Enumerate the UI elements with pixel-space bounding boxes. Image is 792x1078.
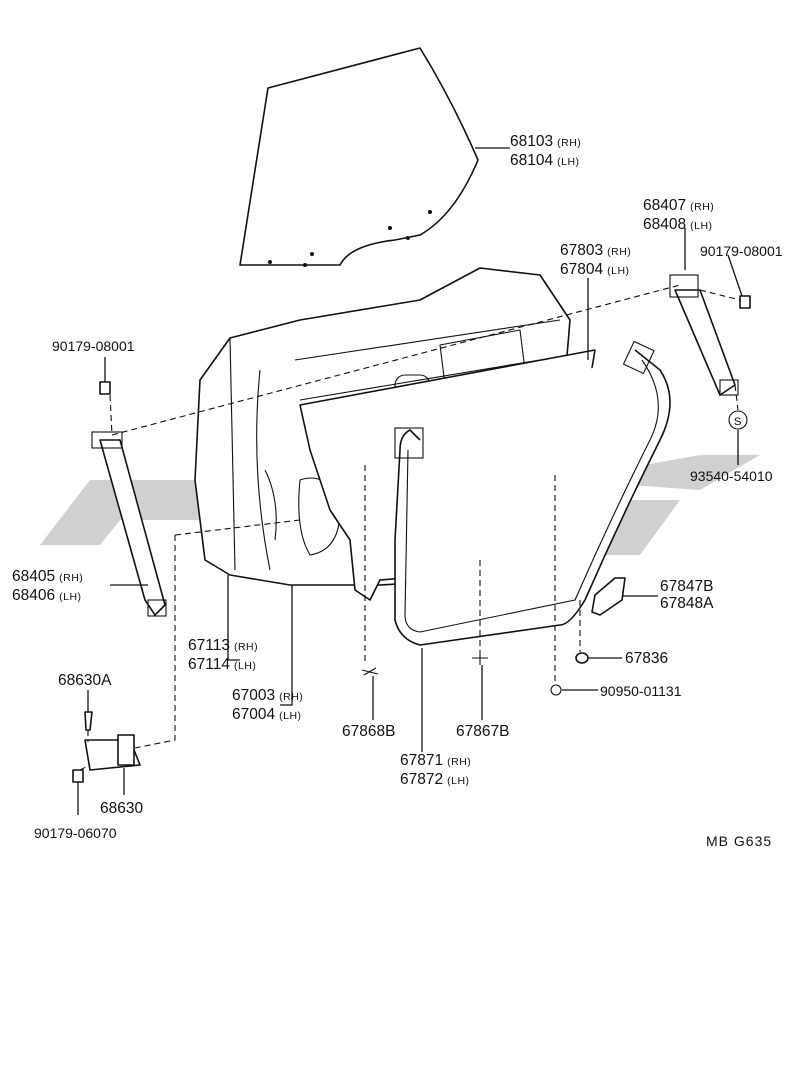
pad <box>591 577 626 616</box>
fasteners: S <box>72 295 751 783</box>
leader-lines <box>77 147 743 815</box>
front-door-sash <box>91 431 167 617</box>
label-clip-a: 67867B <box>456 723 510 740</box>
clip-a <box>472 650 488 665</box>
label-rear-sash: 68407(RH) 68408(LH) <box>643 197 715 233</box>
clip-s <box>728 410 748 430</box>
bolt-right <box>739 295 751 309</box>
rear-door-sash <box>669 274 739 396</box>
label-bolt-left: 90179-08001 <box>52 338 135 354</box>
label-weatherstrip: 67871(RH) 67872(LH) <box>400 752 472 788</box>
label-check-assy: 68630 <box>100 800 144 817</box>
label-service-hole: 67803(RH) 67804(LH) <box>560 242 632 278</box>
label-door-panel: 67003(RH) 67004(LH) <box>232 687 304 723</box>
check-body <box>117 734 135 766</box>
label-pad: 67847B 67848A <box>660 578 714 612</box>
label-glass: 68103(RH) 68104(LH) <box>510 133 582 169</box>
label-clip-s: 93540-54010 <box>690 468 773 484</box>
diagram-code: MB G635 <box>706 833 773 849</box>
label-clip-67836: 67836 <box>625 650 669 667</box>
check-nut <box>72 769 84 783</box>
label-plug: 90950-01131 <box>600 683 682 699</box>
label-front-sash: 68405(RH) 68406(LH) <box>12 568 84 604</box>
label-bolt-right: 90179-08001 <box>700 243 783 259</box>
dashed-guides <box>79 284 741 771</box>
label-stopper-bolt: 68630A <box>58 672 112 689</box>
bolt-left <box>99 381 111 395</box>
stopper-bolt <box>84 711 93 731</box>
clip-b <box>361 667 379 676</box>
label-check-nut: 90179-06070 <box>34 825 117 841</box>
label-panel-sub: 67113(RH) 67114(LH) <box>188 637 259 673</box>
clip-67836 <box>575 652 589 664</box>
label-clip-b: 67868B <box>342 723 396 740</box>
plug <box>550 684 562 696</box>
svg-text:S: S <box>734 416 741 428</box>
door-glass <box>239 47 479 267</box>
door-weatherstrip <box>394 340 671 646</box>
